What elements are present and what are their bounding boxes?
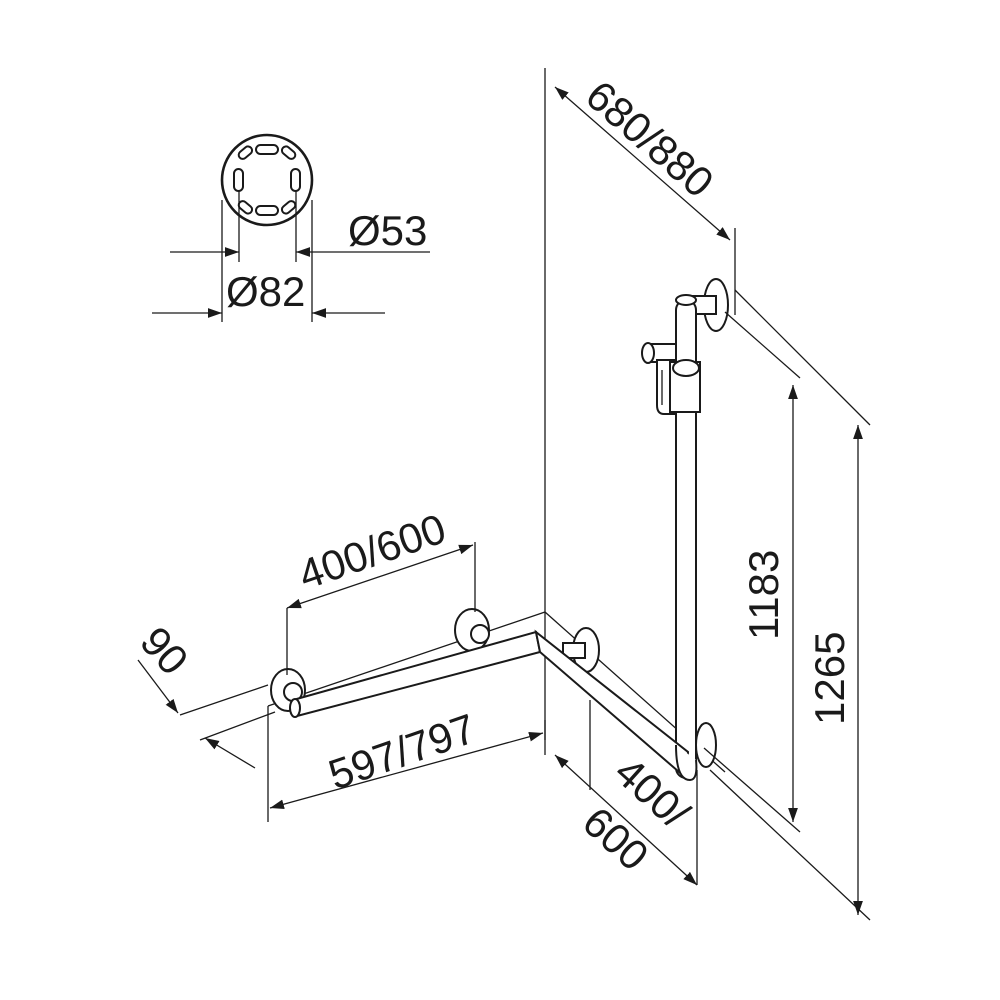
rosette-screw-slots [233,144,301,216]
bottom-rosette [695,722,717,768]
corner-leg-dimension [554,700,698,886]
shower-rail-projection-dimension [554,86,736,315]
wall-offset-dimension [137,659,276,769]
vertical-shower-rail [641,278,729,779]
rosette-detail: Ø53 Ø82 [152,133,430,322]
corner-post [562,642,586,659]
rail-height-label: 1183 [740,550,787,640]
rail-end-cap [675,294,697,306]
wall-offset-label: 90 [131,618,197,684]
middle-post [470,624,490,644]
total-height-dimension [709,289,871,921]
horizontal-bar-tube [291,630,542,718]
horizontal-length-dimension [267,706,546,822]
shower-rail-projection-label: 680/880 [577,71,722,206]
left-wall-floor-line [267,611,546,707]
horizontal-segment-label: 400/600 [293,505,452,599]
rail-height-dimension [703,311,801,833]
bar-left-end [289,698,301,718]
rosette-diameter-label: Ø82 [226,268,305,315]
hole-spacing-label: Ø53 [348,207,427,254]
horizontal-length-label: 597/797 [323,705,482,799]
horizontal-segment-dimension [286,542,476,675]
shower-head-holder [641,342,701,415]
diagonal-bar-tube [534,629,690,781]
l-shaped-grab-bar [270,608,698,782]
total-height-label: 1265 [806,632,853,725]
